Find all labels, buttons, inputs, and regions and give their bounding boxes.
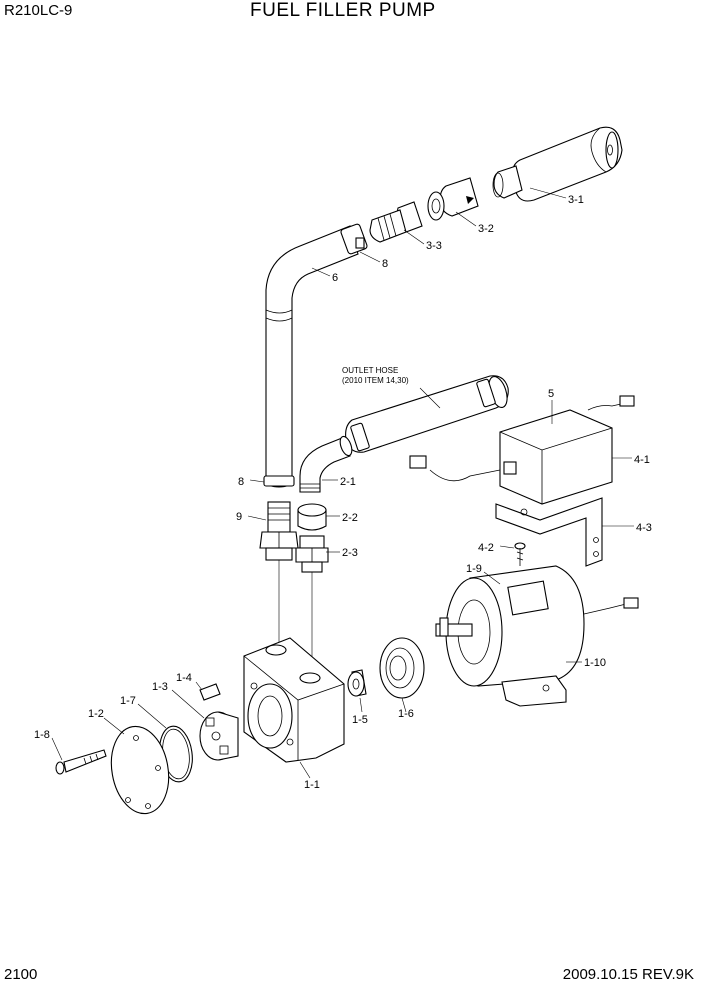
callout-1-1: 1-1 — [304, 779, 320, 791]
callout-8-lower: 8 — [238, 476, 244, 488]
callout-1-6: 1-6 — [398, 708, 414, 720]
callout-1-2: 1-2 — [88, 708, 104, 720]
part-2-2-cap — [297, 503, 327, 531]
callout-2-1: 2-1 — [340, 476, 356, 488]
callout-3-1: 3-1 — [568, 194, 584, 206]
part-1-5-spacer — [347, 669, 367, 697]
part-5-controller — [409, 395, 635, 505]
model-number: R210LC-9 — [4, 2, 73, 19]
callout-1-8: 1-8 — [34, 729, 50, 741]
callout-4-2: 4-2 — [478, 542, 494, 554]
outlet-hose-note-line1: OUTLET HOSE — [342, 366, 398, 375]
leader-lines — [51, 187, 634, 779]
callout-1-10: 1-10 — [584, 657, 606, 669]
callout-1-3: 1-3 — [152, 681, 168, 693]
callout-9: 9 — [236, 511, 242, 523]
part-1-8-bolt — [55, 749, 107, 775]
part-1-4-vane — [199, 683, 221, 701]
part-6-hose — [263, 223, 368, 488]
part-3-2-coupling — [427, 177, 479, 221]
part-3-3-nipple — [369, 201, 423, 243]
callout-6: 6 — [332, 272, 338, 284]
outlet-hose-note-line2: (2010 ITEM 14,30) — [342, 376, 409, 385]
callout-5: 5 — [548, 388, 554, 400]
callout-1-4: 1-4 — [176, 672, 192, 684]
part-1-3-rotor — [199, 711, 239, 761]
part-9-nipple — [259, 501, 299, 561]
callout-4-1: 4-1 — [634, 454, 650, 466]
callout-1-7: 1-7 — [120, 695, 136, 707]
callout-1-5: 1-5 — [352, 714, 368, 726]
callout-2-3: 2-3 — [342, 547, 358, 559]
callout-3-2: 3-2 — [478, 223, 494, 235]
part-1-2-cover — [110, 725, 170, 815]
part-4-2-screw — [514, 542, 526, 566]
part-1-6-bearing — [379, 637, 425, 699]
part-4-3-bracket — [495, 497, 603, 567]
part-1-1-pump-body — [243, 637, 345, 763]
part-2-1-elbow — [299, 435, 353, 493]
part-3-1-adapter — [492, 126, 623, 202]
part-1-9-motor — [435, 565, 639, 707]
part-2-3-adapter — [295, 535, 329, 573]
page-number: 2100 — [4, 966, 38, 983]
callout-3-3: 3-3 — [426, 240, 442, 252]
date-revision: 2009.10.15 REV.9K — [562, 966, 694, 983]
callout-4-3: 4-3 — [636, 522, 652, 534]
page-title: FUEL FILLER PUMP — [250, 0, 436, 21]
callout-2-2: 2-2 — [342, 512, 358, 524]
callout-1-9: 1-9 — [466, 563, 482, 575]
callout-8-upper: 8 — [382, 258, 388, 270]
outlet-hose — [345, 375, 509, 453]
